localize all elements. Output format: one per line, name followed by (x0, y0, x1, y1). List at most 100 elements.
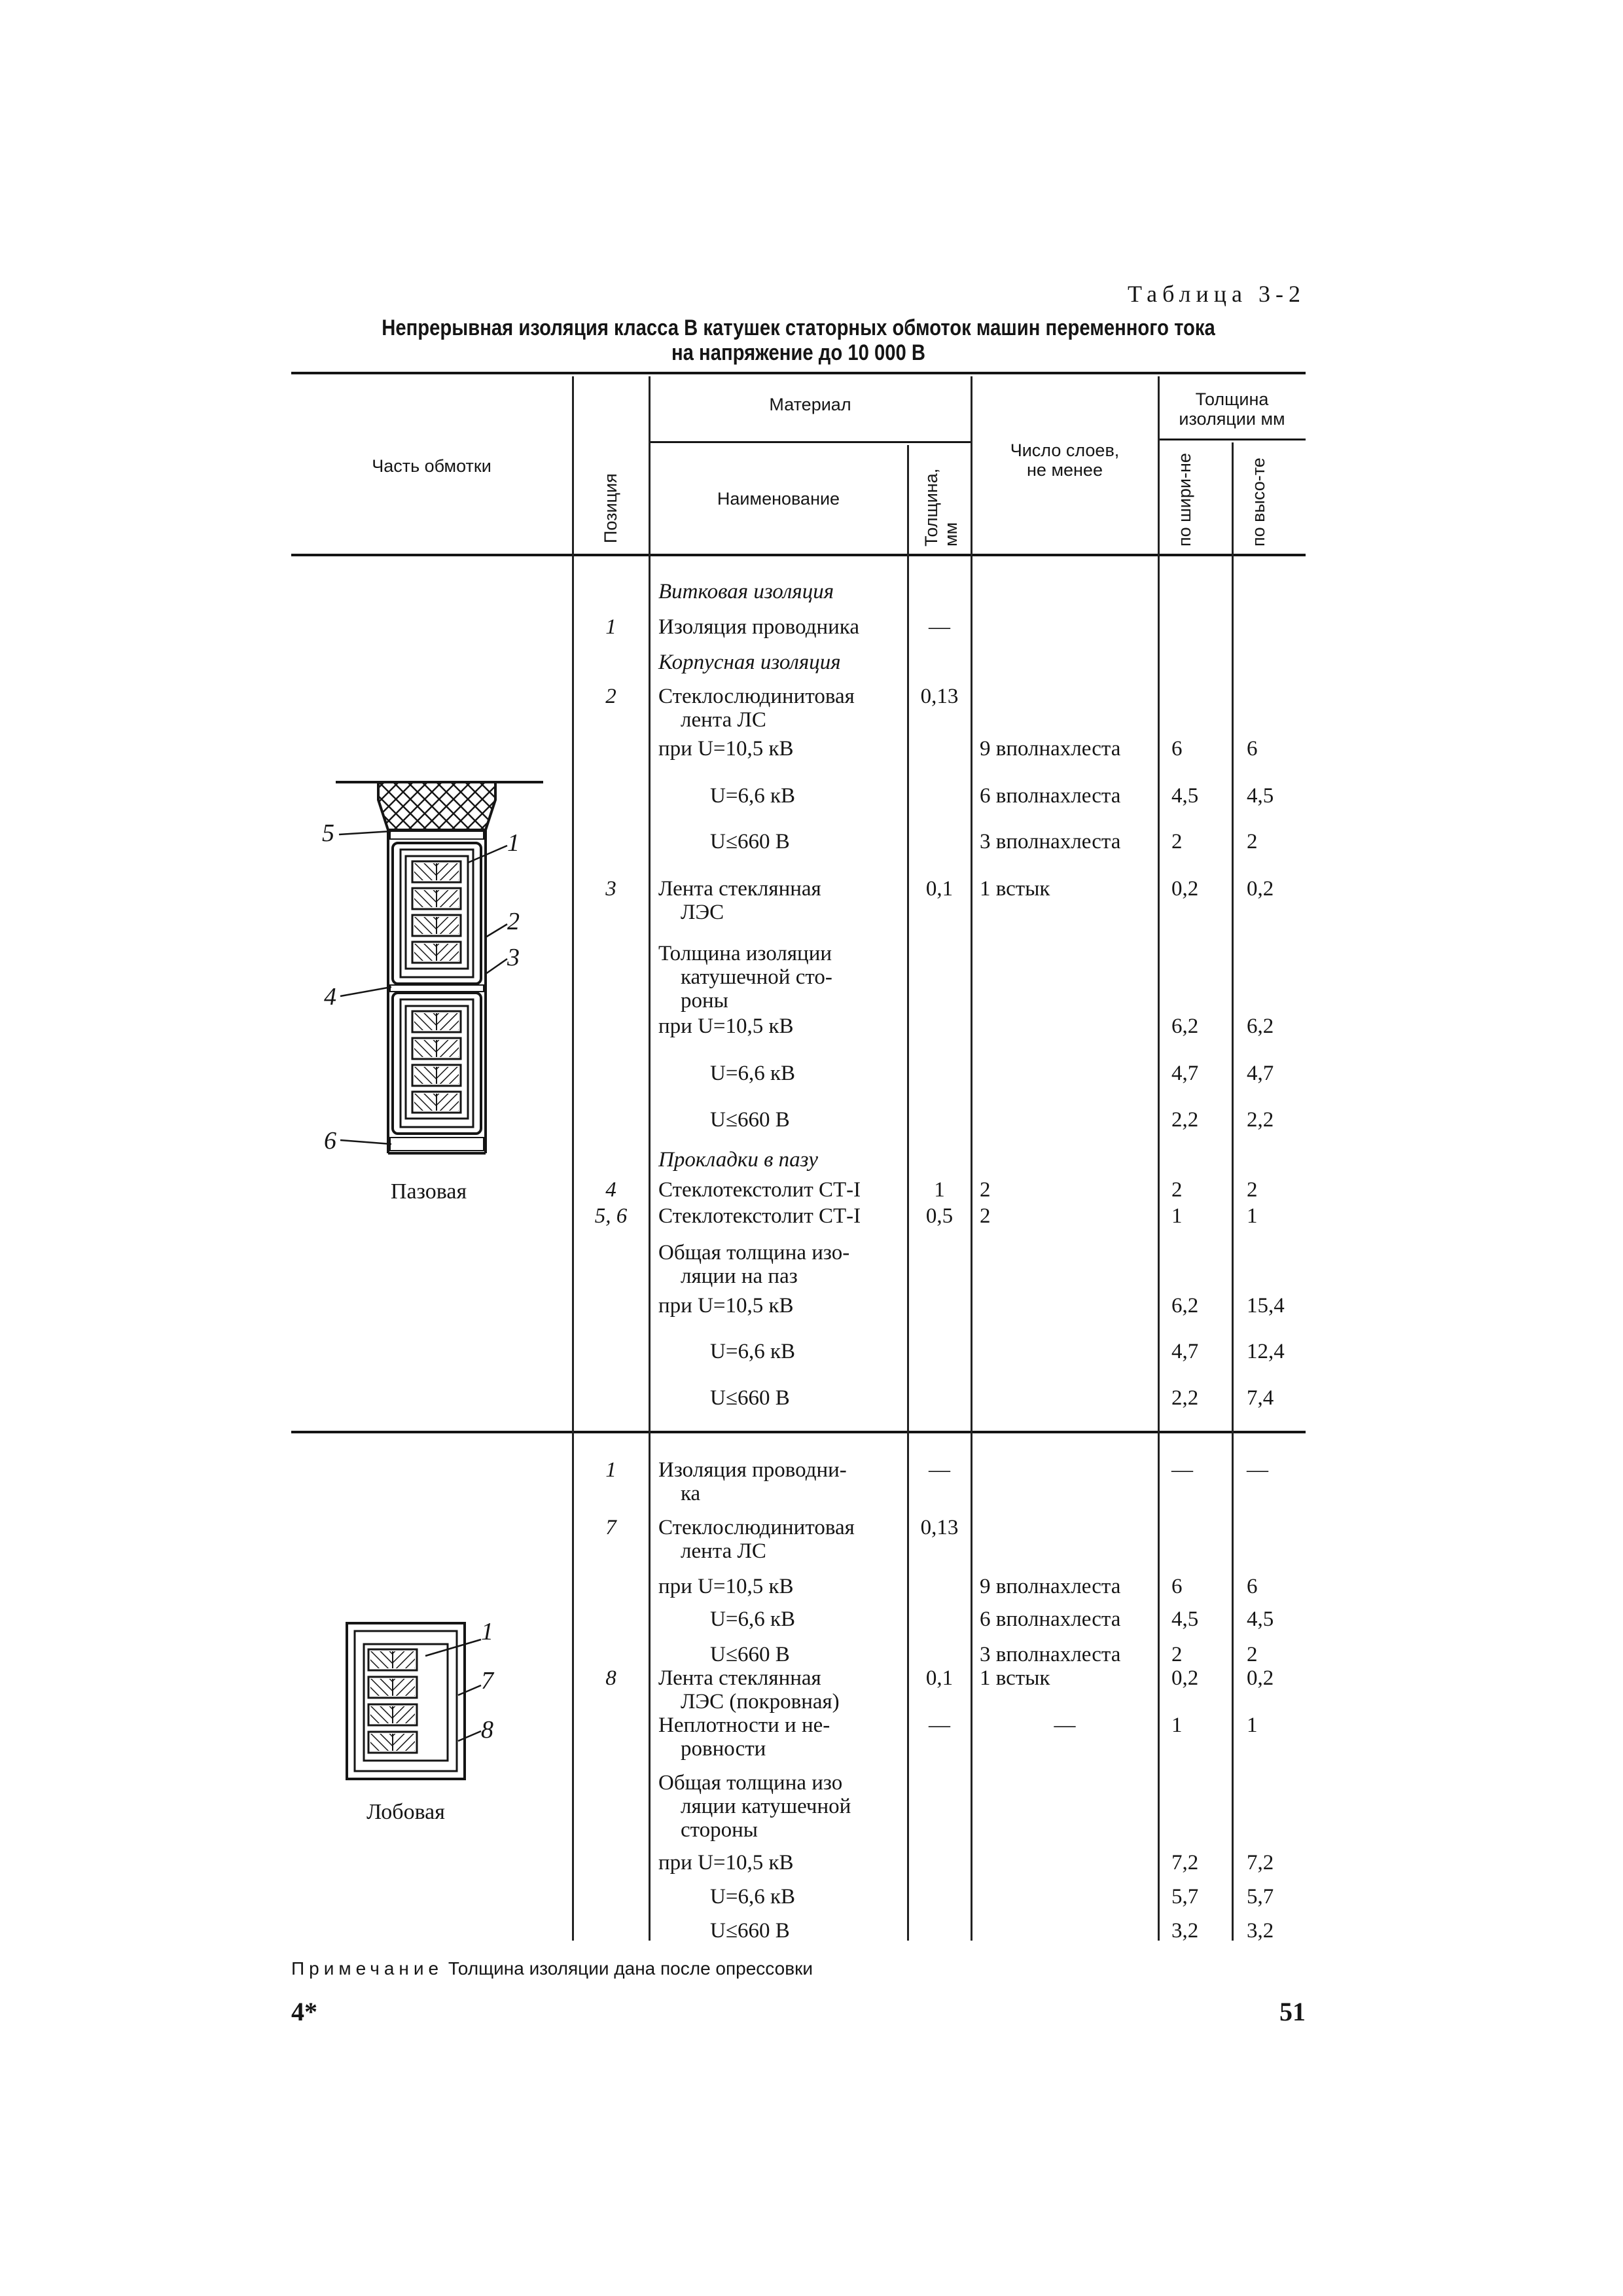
position-number: 1 (605, 615, 616, 639)
thickness-by-width: 4,7 (1171, 1062, 1199, 1085)
material-name: при U=10,5 кВ (658, 1014, 794, 1038)
thickness-by-width: 6,2 (1171, 1294, 1199, 1318)
thickness-by-height: 12,4 (1247, 1340, 1285, 1363)
material-name: U=6,6 кВ (710, 1607, 795, 1631)
table-top-rule (291, 372, 1306, 374)
material-thickness: — (929, 615, 950, 639)
material-name: U=6,6 кВ (710, 1340, 795, 1363)
material-name: U≤660 В (710, 1919, 790, 1943)
table-title-line-1: Непрерывная изоляция класса В катушек ст… (382, 315, 1215, 340)
header-material: Материал (769, 395, 851, 414)
thickness-by-height: 3,2 (1247, 1919, 1274, 1943)
thickness-by-height: 2 (1247, 830, 1258, 853)
position-number: 8 (605, 1666, 616, 1690)
slot-fig-label-2: 2 (507, 908, 520, 935)
end-fig-label-7: 7 (481, 1667, 495, 1695)
material-thickness: — (929, 1713, 950, 1737)
thickness-by-height: 4,5 (1247, 1607, 1274, 1631)
layer-count: — (1054, 1713, 1076, 1737)
page-number: 51 (1279, 1997, 1306, 2026)
thickness-by-height: 15,4 (1247, 1294, 1285, 1318)
material-name: U≤660 В (710, 830, 790, 853)
section-heading: Корпусная изоляция (658, 651, 841, 674)
layer-count: 9 вполнахлеста (980, 1575, 1121, 1598)
header-part: Часть обмотки (372, 456, 491, 476)
col-line-name (649, 376, 651, 1941)
material-name: ЛЭС (681, 901, 724, 924)
material-name: Лента стеклянная (658, 1666, 821, 1690)
slot-fig-label-5: 5 (322, 819, 334, 847)
material-name: Изоляция проводни- (658, 1458, 847, 1482)
material-thickness: 0,13 (920, 685, 959, 708)
thickness-by-width: — (1171, 1458, 1193, 1482)
table-number: Таблица 3-2 (1128, 281, 1306, 307)
slot-fig-label-3: 3 (507, 944, 520, 971)
header-layers-line-2: не менее (1027, 460, 1103, 480)
thickness-by-width: 2,2 (1171, 1108, 1199, 1132)
header-layers-line-1: Число слоев, (1010, 440, 1120, 460)
thickness-by-height: 4,5 (1247, 784, 1274, 808)
material-name: Лента стеклянная (658, 877, 821, 901)
material-name: лента ЛС (681, 708, 766, 732)
thickness-by-height: — (1247, 1458, 1268, 1482)
part-label-slot: Пазовая (390, 1179, 467, 1204)
material-name: Неплотности и не- (658, 1713, 830, 1737)
material-name: Стеклослюдинитовая (658, 1516, 855, 1539)
layer-count: 2 (980, 1204, 991, 1228)
thickness-by-width: 2 (1171, 1178, 1183, 1202)
material-name: ровности (681, 1737, 766, 1761)
col-line-height (1232, 442, 1234, 1941)
material-name: U=6,6 кВ (710, 784, 795, 808)
thickness-by-height: 4,7 (1247, 1062, 1274, 1085)
layer-count: 1 встык (980, 877, 1050, 901)
thickness-by-width: 1 (1171, 1204, 1183, 1228)
thickness-by-width: 7,2 (1171, 1851, 1199, 1874)
header-by-width: по шири-не (1175, 453, 1194, 547)
note-text: Толщина изоляции дана после опрессовки (448, 1958, 813, 1979)
material-name: ЛЭС (покровная) (681, 1690, 840, 1713)
slot-fig-label-6: 6 (324, 1127, 336, 1155)
header-position: Позиция (601, 473, 620, 543)
thickness-by-height: 0,2 (1247, 877, 1274, 901)
layer-count: 6 вполнахлеста (980, 1607, 1121, 1631)
thickness-by-width: 2 (1171, 1643, 1183, 1666)
position-number: 7 (605, 1516, 616, 1539)
layer-count: 1 встык (980, 1666, 1050, 1690)
material-thickness: 0,13 (920, 1516, 959, 1539)
thickness-by-width: 2,2 (1171, 1386, 1199, 1410)
header-insulation-line-2: изоляции мм (1179, 409, 1285, 429)
thickness-by-width: 4,5 (1171, 1607, 1199, 1631)
material-thickness: 0,1 (925, 1666, 954, 1690)
thickness-by-height: 0,2 (1247, 1666, 1274, 1690)
material-name: стороны (681, 1818, 758, 1842)
material-name: Общая толщина изо (658, 1771, 843, 1795)
position-number: 3 (605, 877, 616, 901)
thickness-by-width: 4,5 (1171, 784, 1199, 808)
thickness-subrule (1158, 439, 1306, 440)
position-number: 2 (605, 685, 616, 708)
thickness-by-width: 6,2 (1171, 1014, 1199, 1038)
header-thickness-mm: Толщина, мм (921, 468, 961, 547)
col-line-position (572, 376, 574, 1941)
thickness-by-height: 2,2 (1247, 1108, 1274, 1132)
material-subrule (649, 441, 971, 443)
material-name: Толщина изоляции (658, 942, 832, 965)
material-name: Стеклотекстолит СТ-I (658, 1204, 861, 1228)
material-name: Изоляция проводника (658, 615, 859, 639)
thickness-by-height: 2 (1247, 1178, 1258, 1202)
position-number: 5, 6 (594, 1204, 628, 1228)
thickness-by-width: 4,7 (1171, 1340, 1199, 1363)
slot-fig-label-1: 1 (507, 829, 520, 857)
thickness-by-height: 5,7 (1247, 1885, 1274, 1909)
layer-count: 3 вполнахлеста (980, 1643, 1121, 1666)
material-name: ка (681, 1482, 701, 1505)
header-insulation-line-1: Толщина (1195, 389, 1269, 409)
table-title-line-2: на напряжение до 10 000 В (671, 340, 926, 365)
material-name: Стеклослюдинитовая (658, 685, 855, 708)
end-fig-label-1: 1 (481, 1618, 493, 1645)
col-line-width (1158, 376, 1160, 1941)
material-name: Стеклотекстолит СТ-I (658, 1178, 861, 1202)
layer-count: 2 (980, 1178, 991, 1202)
thickness-by-height: 7,2 (1247, 1851, 1274, 1874)
material-name: ляции на паз (681, 1265, 798, 1288)
